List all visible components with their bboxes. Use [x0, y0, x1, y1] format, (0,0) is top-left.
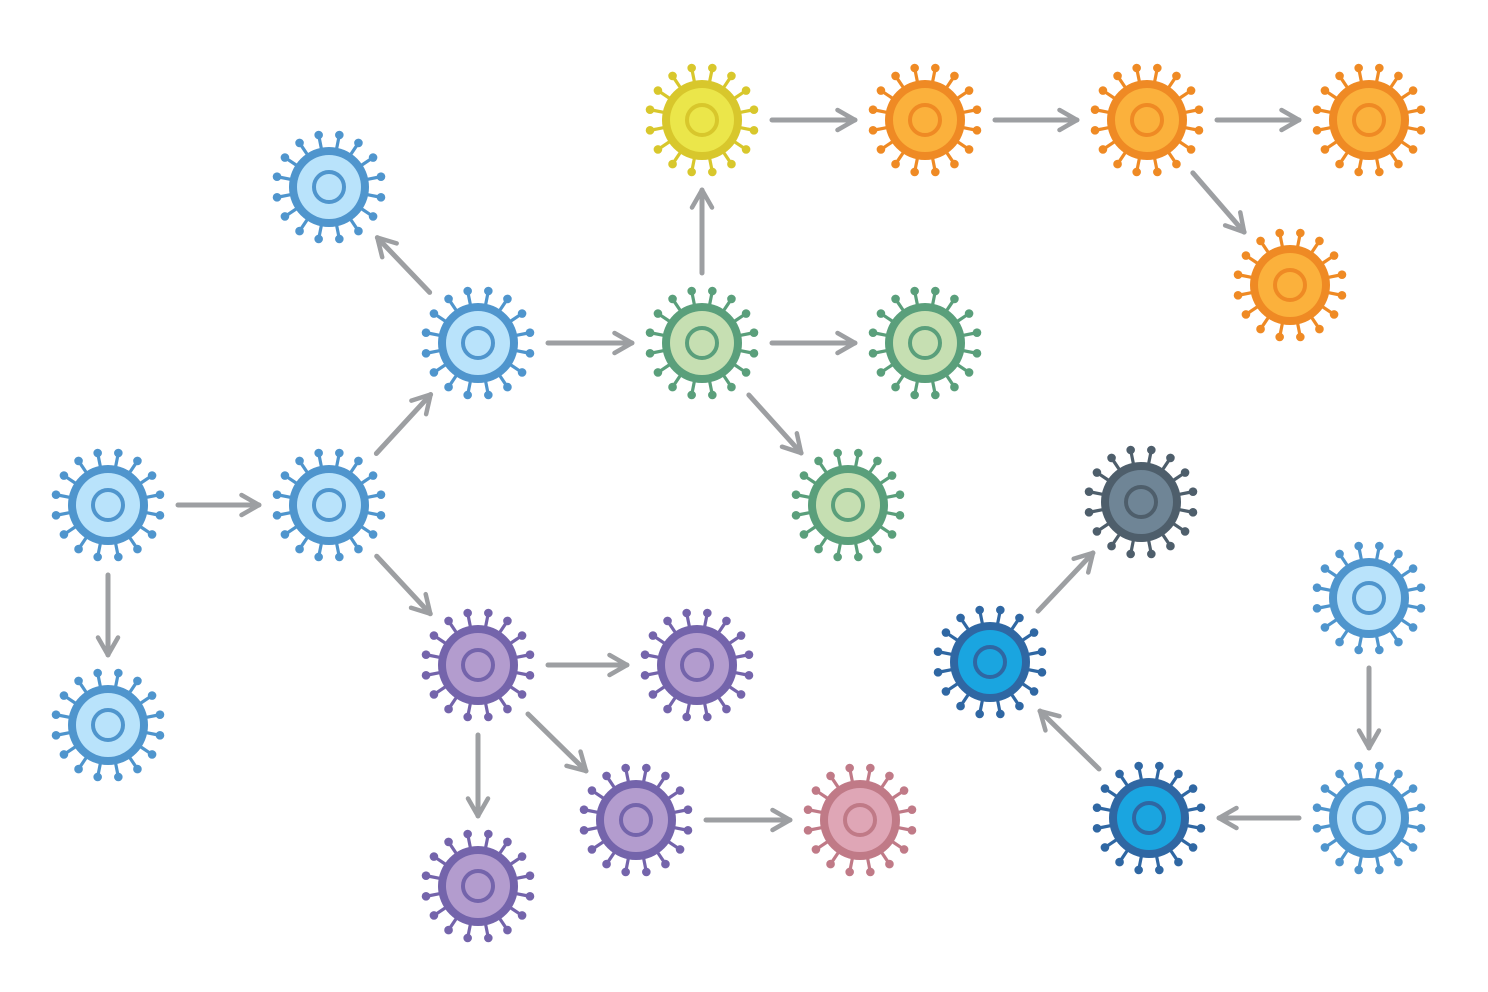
virus-icon-lightblue	[51, 668, 165, 782]
virus-icon-darkblue	[1092, 761, 1206, 875]
virus-icon-green	[791, 448, 905, 562]
virus-icon-purple	[421, 829, 535, 943]
virus-icon-lightblue	[1312, 761, 1426, 875]
virus-icon-orange	[868, 63, 982, 177]
virus-icon-green	[645, 286, 759, 400]
arrow-pu-a-to-pu-c	[525, 711, 589, 774]
viruses-layer	[51, 63, 1426, 943]
arrow-db-b-to-db-a	[1037, 708, 1102, 772]
virus-icon-darkblue	[933, 605, 1047, 719]
virus-icon-yellow	[645, 63, 759, 177]
virus-icon-orange	[1312, 63, 1426, 177]
virus-icon-orange	[1090, 63, 1204, 177]
virus-icon-lightblue	[272, 130, 386, 244]
virus-icon-purple	[640, 608, 754, 722]
virus-icon-gray	[1084, 445, 1198, 559]
arrow-lb-b-to-lb-c	[373, 392, 434, 456]
virus-icon-green	[868, 286, 982, 400]
virus-icon-purple	[579, 763, 693, 877]
virus-icon-purple	[421, 608, 535, 722]
virus-icon-lightblue	[1312, 541, 1426, 655]
arrow-lb-c-to-lb-d	[374, 235, 433, 295]
arrow-db-a-to-gy-a	[1035, 550, 1096, 614]
virus-icon-pink	[803, 763, 917, 877]
virus-icon-orange	[1233, 228, 1347, 342]
arrow-or-b-to-or-d	[1190, 170, 1247, 235]
virus-icon-lightblue	[272, 448, 386, 562]
arrow-lb-b-to-pu-a	[374, 553, 433, 617]
virus-icon-lightblue	[421, 286, 535, 400]
arrows-layer	[95, 107, 1382, 833]
virus-icon-lightblue	[51, 448, 165, 562]
arrow-gr-a-to-gr-c	[746, 392, 804, 456]
